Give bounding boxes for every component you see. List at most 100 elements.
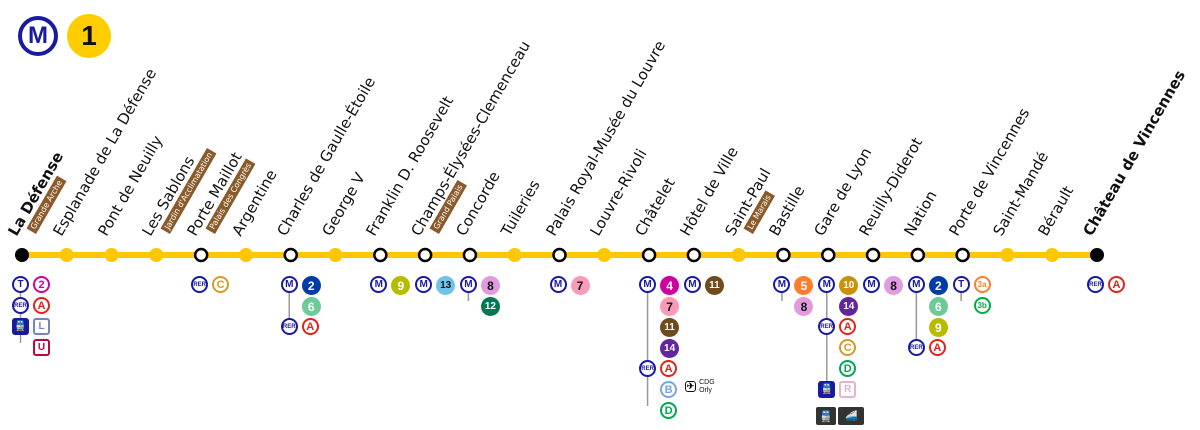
station-marker xyxy=(1000,248,1015,262)
rer-line-badge: D xyxy=(660,402,678,419)
metro-line-badge: 11 xyxy=(660,318,680,337)
airport-name: Orly xyxy=(699,387,712,394)
metro-line-badge: 14 xyxy=(839,297,859,316)
m-mode-symbol: M xyxy=(280,276,298,293)
m-mode-symbol: M xyxy=(818,276,836,293)
rer-mode-symbol: RER xyxy=(191,276,209,293)
m-mode-symbol: M xyxy=(863,276,881,293)
train-icon: 🚆 xyxy=(816,407,837,425)
t-line-badge: 3a xyxy=(973,276,991,293)
airport-name: CDG xyxy=(699,379,715,386)
station-name: Châtelet xyxy=(631,174,679,239)
t-line-badge: 3b xyxy=(973,297,991,314)
m-mode-symbol: M xyxy=(549,276,567,293)
station-marker xyxy=(731,248,746,262)
metro-line-badge: 9 xyxy=(391,276,411,295)
metro-line-badge: 8 xyxy=(480,276,500,295)
metro-line-badge: 7 xyxy=(570,276,590,295)
station-marker xyxy=(328,248,343,262)
t-mode-symbol: T xyxy=(12,276,29,293)
station-marker xyxy=(641,247,657,263)
rer-line-badge: C xyxy=(839,339,857,356)
rer-line-badge: A xyxy=(301,318,319,335)
station-marker xyxy=(910,247,926,263)
station-marker xyxy=(597,248,612,262)
station-name: George V xyxy=(317,169,369,239)
train-line-badge: L xyxy=(33,318,50,335)
metro-line-badge: 7 xyxy=(660,297,680,316)
metro-line-badge: 8 xyxy=(884,276,904,295)
metro-line-badge: 10 xyxy=(839,276,859,295)
train-line-badge: U xyxy=(33,339,50,356)
m-mode-symbol: M xyxy=(683,276,701,293)
station-marker xyxy=(373,247,388,263)
station-marker xyxy=(507,248,522,262)
station-name: Bérault xyxy=(1034,182,1078,239)
station-marker xyxy=(865,247,881,263)
m-mode-symbol: M xyxy=(639,276,657,293)
station-marker xyxy=(193,247,209,263)
rer-line-badge: D xyxy=(839,360,857,377)
station-marker xyxy=(552,247,567,263)
m-mode-symbol: M xyxy=(459,276,477,293)
train-line-badge: R xyxy=(839,381,857,398)
rer-line-badge: B xyxy=(660,381,678,398)
m-mode-symbol: M xyxy=(370,276,388,293)
station-marker xyxy=(238,248,253,262)
metro-network-symbol: M xyxy=(18,16,58,56)
station-marker xyxy=(149,248,164,262)
tgv-icon: 🚄 xyxy=(838,407,865,425)
metro-line-badge: 8 xyxy=(794,297,814,316)
station-marker xyxy=(283,247,298,263)
metro-line-badge: 11 xyxy=(704,276,724,295)
rer-mode-symbol: RER xyxy=(907,339,925,356)
station-marker xyxy=(686,247,702,263)
station-marker xyxy=(104,248,119,262)
station-marker xyxy=(59,248,74,262)
station-marker xyxy=(1045,248,1060,262)
metro-line-badge: 13 xyxy=(436,276,456,295)
m-mode-symbol: M xyxy=(773,276,791,293)
station-name: Concorde xyxy=(452,168,504,239)
station-marker xyxy=(15,248,29,262)
station-marker xyxy=(462,247,478,263)
rer-mode-symbol: RER xyxy=(280,318,298,335)
station-marker xyxy=(417,247,433,263)
metro-line-badge: 4 xyxy=(660,276,680,295)
station-marker xyxy=(776,247,791,263)
plane-icon: ✈ xyxy=(685,381,697,392)
t-mode-symbol: T xyxy=(952,276,970,293)
metro-line-badge: 5 xyxy=(794,276,814,295)
rer-line-badge: A xyxy=(1108,276,1125,293)
metro-line-badge: 2 xyxy=(301,276,321,295)
t-line-badge: 2 xyxy=(33,276,50,293)
metro-line-badge: 12 xyxy=(480,297,500,316)
line-header: M 1 xyxy=(18,14,116,58)
train-icon: 🚆 xyxy=(818,381,836,398)
rer-line-badge: A xyxy=(660,360,678,377)
m-mode-symbol: M xyxy=(415,276,433,293)
rer-line-badge: A xyxy=(839,318,857,335)
rer-line-badge: C xyxy=(212,276,230,293)
metro-line-badge: 6 xyxy=(301,297,321,316)
m-mode-symbol: M xyxy=(907,276,925,293)
station-name: Nation xyxy=(900,187,941,239)
rer-mode-symbol: RER xyxy=(1087,276,1104,293)
metro-line-badge: 2 xyxy=(928,276,948,295)
station-name: Château de Vincennes xyxy=(1079,67,1189,239)
station-marker xyxy=(955,247,970,263)
rer-mode-symbol: RER xyxy=(12,297,29,314)
line-number-badge: 1 xyxy=(67,14,111,58)
metro-line-badge: 14 xyxy=(660,339,680,358)
train-icon: 🚆 xyxy=(12,318,29,335)
rer-line-badge: A xyxy=(33,297,50,314)
metro-line-badge: 6 xyxy=(928,297,948,316)
rer-mode-symbol: RER xyxy=(639,360,657,377)
station-marker xyxy=(1090,248,1104,262)
rer-mode-symbol: RER xyxy=(818,318,836,335)
metro-line-badge: 9 xyxy=(928,318,948,337)
rer-line-badge: A xyxy=(928,339,946,356)
station-name: Tuileries xyxy=(497,176,544,239)
